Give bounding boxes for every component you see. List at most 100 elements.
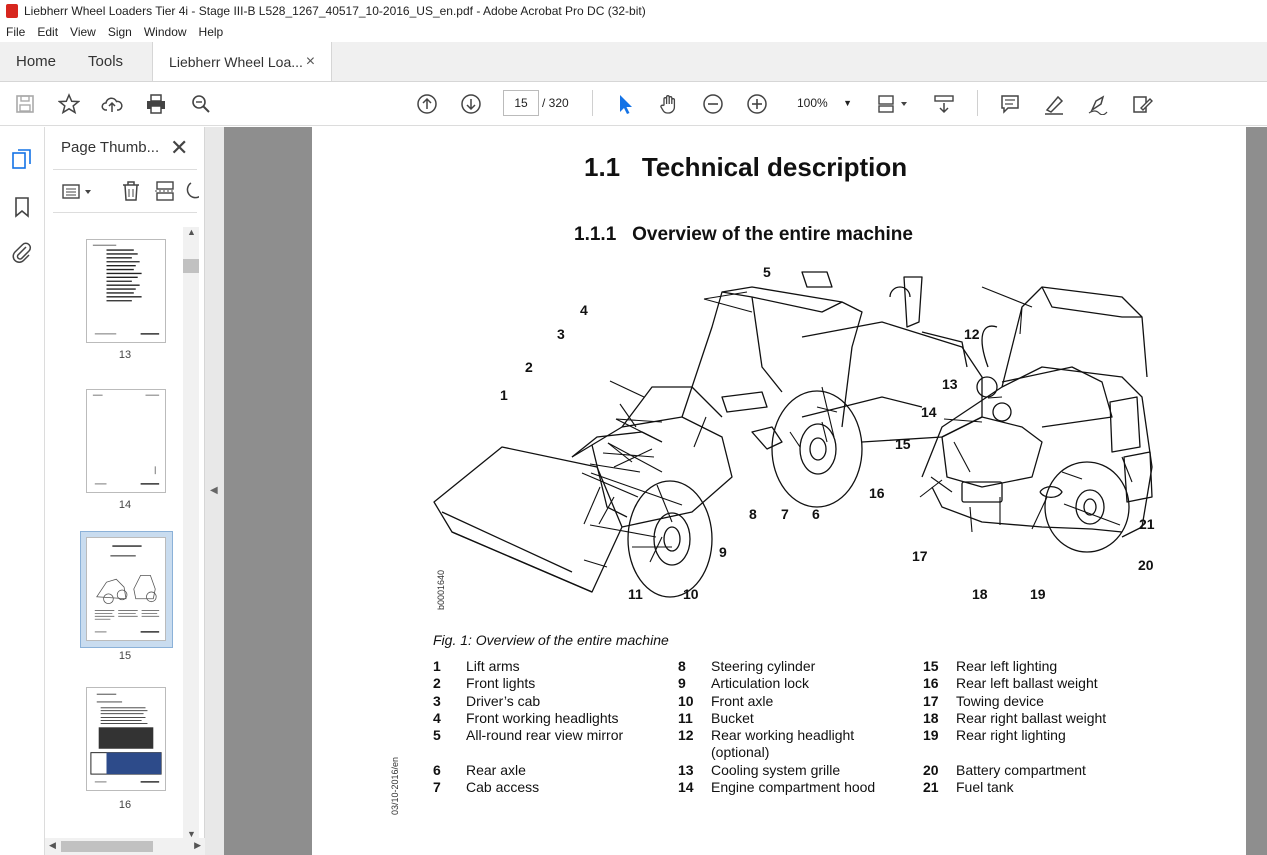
tab-tools[interactable]: Tools: [88, 53, 124, 70]
zoom-dropdown[interactable]: 100% ▼: [790, 90, 856, 116]
next-page-icon[interactable]: [459, 92, 483, 116]
thumbnail-page-selected[interactable]: [86, 537, 166, 641]
thumbnail-page-number: 14: [118, 499, 132, 511]
panel-collapse-gutter[interactable]: ◀: [205, 127, 224, 855]
figure-caption: Fig. 1: Overview of the entire machine: [433, 632, 669, 648]
panel-divider: [53, 169, 197, 170]
callout-3: 3: [557, 326, 565, 342]
subsection-heading: 1.1.1 Overview of the entire machine: [574, 224, 913, 245]
scroll-up-icon[interactable]: ▲: [187, 227, 196, 237]
collapse-panel-icon[interactable]: ◀: [210, 485, 218, 496]
close-panel-icon[interactable]: ✕: [170, 135, 189, 160]
menu-help[interactable]: Help: [198, 25, 224, 39]
menu-edit[interactable]: Edit: [37, 25, 59, 39]
thumbnail-page[interactable]: [86, 239, 166, 343]
toolbar-separator: [977, 90, 978, 116]
thumbnail-page[interactable]: [86, 389, 166, 493]
acrobat-icon: [6, 4, 18, 18]
tab-document[interactable]: Liebherr Wheel Loa... ×: [152, 42, 333, 81]
rotate-icon[interactable]: [185, 179, 199, 203]
page-fit-icon[interactable]: [876, 92, 910, 116]
menu-sign[interactable]: Sign: [107, 25, 132, 39]
thumbnail-horizontal-scrollbar[interactable]: ◀ ▶: [45, 838, 205, 855]
zoom-value: 100%: [797, 96, 828, 110]
menu-window[interactable]: Window: [143, 25, 187, 39]
callout-17: 17: [912, 548, 928, 564]
callout-19: 19: [1030, 586, 1046, 602]
hand-tool-icon[interactable]: [657, 92, 681, 116]
scroll-right-icon[interactable]: ▶: [194, 840, 201, 850]
tab-bar: Home Tools Liebherr Wheel Loa... ×: [0, 42, 1267, 82]
section-heading: 1.1 Technical description: [584, 152, 908, 182]
page-number-input[interactable]: 15: [503, 90, 539, 116]
zoom-out-icon[interactable]: [701, 92, 725, 116]
previous-page-icon[interactable]: [415, 92, 439, 116]
callout-9: 9: [719, 544, 727, 560]
title-bar: Liebherr Wheel Loaders Tier 4i - Stage I…: [0, 0, 1267, 22]
star-icon[interactable]: [57, 92, 81, 116]
menu-file[interactable]: File: [6, 25, 26, 39]
scrollbar-thumb[interactable]: [61, 841, 153, 852]
close-tab-icon[interactable]: ×: [305, 52, 316, 70]
save-icon[interactable]: [13, 92, 37, 116]
callout-16: 16: [869, 485, 885, 501]
bookmark-icon[interactable]: [10, 195, 34, 219]
comment-icon[interactable]: [998, 92, 1022, 116]
extract-pages-icon[interactable]: [153, 179, 177, 203]
zoom-search-icon[interactable]: [189, 92, 213, 116]
callout-13: 13: [942, 376, 958, 392]
thumbnail-page-number: 15: [118, 650, 132, 662]
menu-view[interactable]: View: [70, 25, 96, 39]
upload-cloud-icon[interactable]: [100, 92, 124, 116]
thumbnail-options-icon[interactable]: [61, 181, 95, 203]
callout-5: 5: [763, 267, 771, 280]
panel-divider: [53, 212, 197, 213]
callout-14: 14: [921, 404, 937, 420]
tab-home[interactable]: Home: [16, 53, 57, 70]
scroll-left-icon[interactable]: ◀: [49, 840, 56, 850]
print-icon[interactable]: [144, 92, 168, 116]
document-date-code: 03/10-2016/en: [390, 756, 400, 815]
callout-15: 15: [895, 436, 911, 452]
thumbnail-list: 13 14: [45, 225, 183, 837]
chevron-down-icon: ▼: [843, 98, 852, 108]
left-navigation-rail: [0, 127, 45, 855]
delete-icon[interactable]: [119, 179, 143, 203]
callout-12: 12: [964, 326, 980, 342]
attachment-icon[interactable]: [10, 240, 34, 264]
select-cursor-icon[interactable]: [613, 92, 637, 116]
callout-21: 21: [1139, 516, 1155, 532]
scrollbar-thumb[interactable]: [183, 259, 199, 273]
zoom-in-icon[interactable]: [745, 92, 769, 116]
page-thumbnails-icon[interactable]: [10, 147, 34, 171]
callout-2: 2: [525, 359, 533, 375]
fill-sign-icon[interactable]: [1130, 92, 1154, 116]
document-viewer[interactable]: 1.1 Technical description 1.1.1 Overview…: [224, 127, 1267, 855]
scroll-mode-icon[interactable]: [932, 92, 956, 116]
thumbnail-page[interactable]: [86, 687, 166, 791]
scroll-down-icon[interactable]: ▼: [187, 829, 196, 839]
thumbnail-page-number: 16: [118, 799, 132, 811]
thumbnail-scrollbar[interactable]: ▲ ▼: [183, 227, 199, 839]
thumbnail-panel: Page Thumb... ✕ 13: [45, 127, 205, 855]
draw-pen-icon[interactable]: [1086, 92, 1110, 116]
pdf-page: 1.1 Technical description 1.1.1 Overview…: [312, 127, 1246, 855]
highlight-pen-icon[interactable]: [1042, 92, 1066, 116]
